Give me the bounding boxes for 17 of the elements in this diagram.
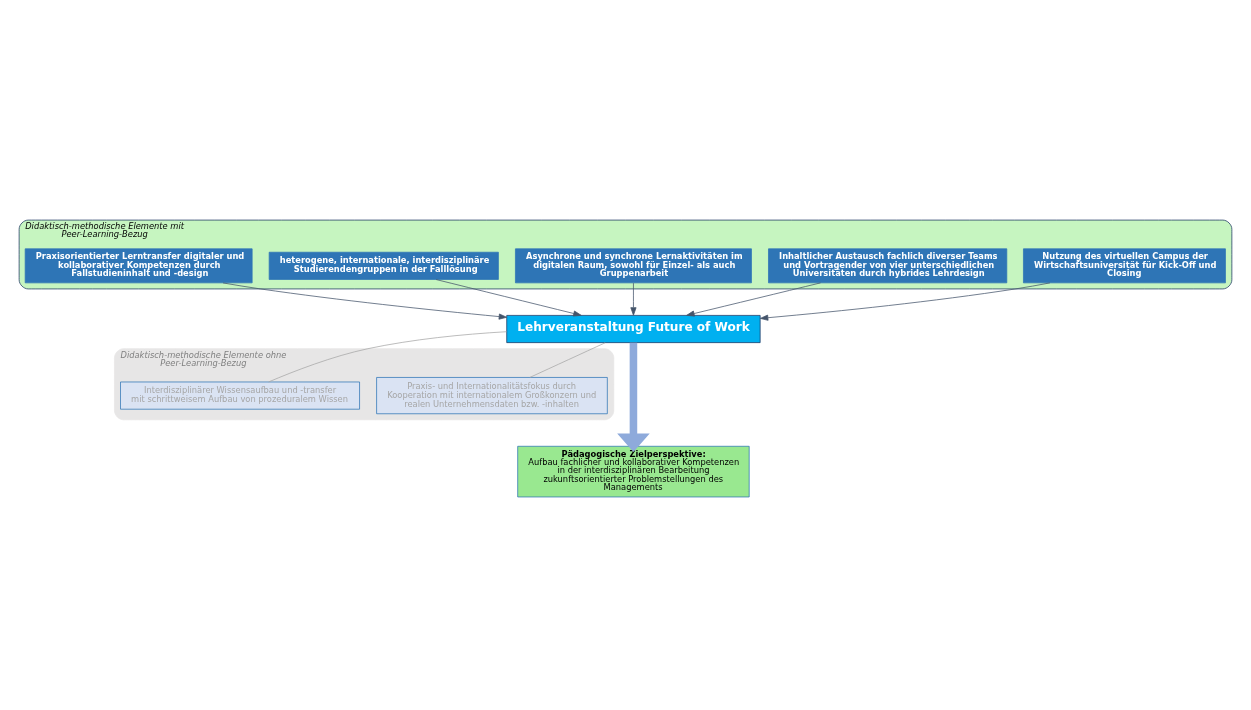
node-box: Interdisziplinärer Wissensaufbau und -transfer mit schrittweisem Aufbau von prozeduralem Wissen: [120, 381, 360, 410]
node-box: Lehrveranstaltung Future of Work: [506, 314, 761, 343]
node-box: Nutzung des virtuellen Campus der Wirtschaftsuniversität für Kick-Off und Closing: [1023, 247, 1226, 283]
connector: [268, 330, 507, 382]
arrow: [435, 278, 582, 316]
node-box: Inhaltlicher Austausch fachlich diverser Teams und Vortragender von vier unterschiedlichen Universitäten durch hybrides Lehrdesign: [768, 247, 1008, 283]
node-box: Asynchrone und synchrone Lernaktivitäten im digitalen Raum, sowohl für Einzel- als auch Gruppenarbeit: [515, 247, 752, 283]
arrow: [686, 282, 821, 317]
arrow: [617, 342, 650, 452]
node-box: Pädagogische Zielperspektive: Aufbau fachlicher und kollaborativer Kompetenzen in der interdisziplinären Bearbeitung zukunftsorientierter Problemstellungen des Managements: [517, 445, 750, 497]
arrow: [630, 282, 637, 316]
arrow: [222, 282, 508, 320]
node-box: Praxisorientierter Lerntransfer digitaler und kollaborativer Kompetenzen durch Fallstudieninhalt und -design: [24, 247, 253, 283]
arrow: [759, 282, 1051, 321]
connector: [529, 341, 606, 378]
node-box: heterogene, internationale, interdisziplinäre Studierendengruppen in der Falllösung: [268, 251, 499, 280]
node-box: Praxis- und Internationalitätsfokus durch Kooperation mit internationalem Großkonzern und realen Unternehmensdaten bzw. -inhalten: [376, 376, 608, 414]
